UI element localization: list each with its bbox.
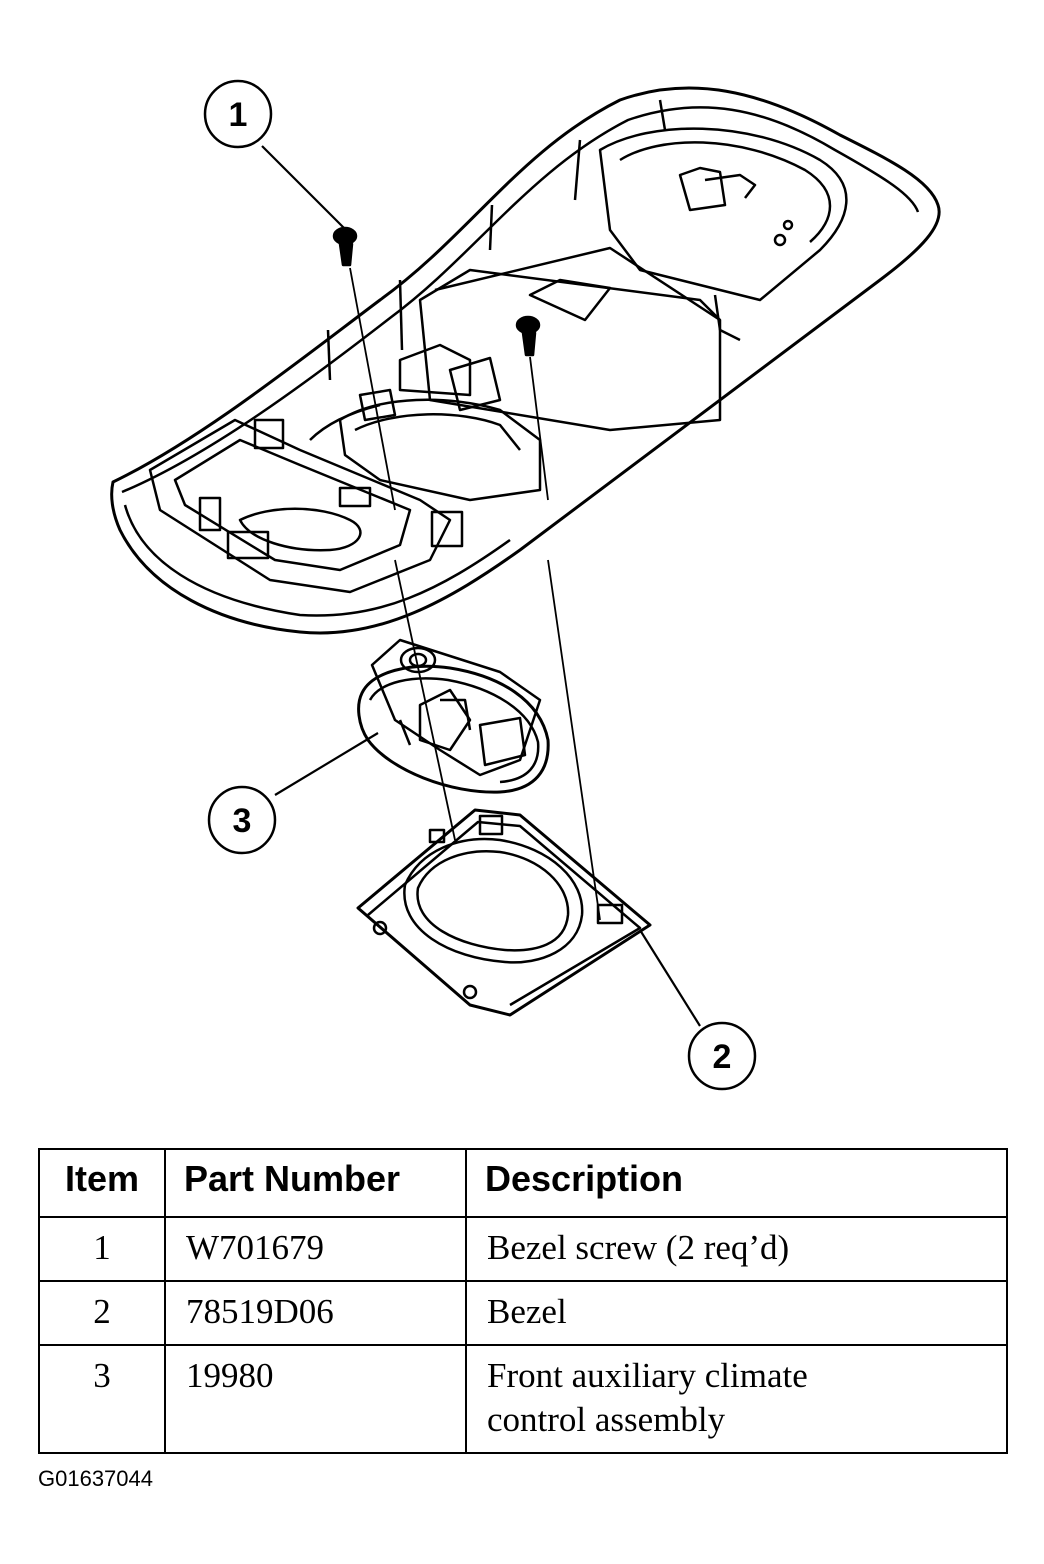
callout-2-label: 2 xyxy=(713,1038,732,1076)
cell-part-number: W701679 xyxy=(164,1216,467,1282)
callout-2: 2 xyxy=(687,1021,757,1091)
cell-item: 3 xyxy=(38,1344,166,1454)
callout-leaders xyxy=(261,145,701,1027)
alignment-lines xyxy=(349,267,601,921)
callout-3-label: 3 xyxy=(233,802,252,840)
parts-table: Item Part Number Description 1 W701679 B… xyxy=(38,1148,1008,1454)
header-item: Item xyxy=(38,1148,166,1218)
cell-item: 1 xyxy=(38,1216,166,1282)
bezel-screw-right xyxy=(515,315,541,357)
cell-description: Bezel xyxy=(465,1280,1008,1346)
cell-part-number: 78519D06 xyxy=(164,1280,467,1346)
cell-item: 2 xyxy=(38,1280,166,1346)
cell-description: Bezel screw (2 req’d) xyxy=(465,1216,1008,1282)
climate-control-assembly xyxy=(357,638,550,794)
table-row: 2 78519D06 Bezel xyxy=(38,1280,1008,1346)
table-row: 3 19980 Front auxiliary climate control … xyxy=(38,1344,1008,1454)
cell-description: Front auxiliary climate control assembly xyxy=(465,1344,1008,1454)
header-description: Description xyxy=(465,1148,1008,1218)
figure-id: G01637044 xyxy=(38,1466,153,1491)
callout-1-label: 1 xyxy=(229,96,248,134)
callout-1: 1 xyxy=(203,79,273,149)
table-header-row: Item Part Number Description xyxy=(38,1148,1008,1218)
exploded-view-diagram: 1 3 2 xyxy=(110,79,941,1091)
header-part-number: Part Number xyxy=(164,1148,467,1218)
bezel xyxy=(356,808,652,1017)
callout-3: 3 xyxy=(207,785,277,855)
cell-part-number: 19980 xyxy=(164,1344,467,1454)
bezel-screw-left xyxy=(332,226,358,267)
table-row: 1 W701679 Bezel screw (2 req’d) xyxy=(38,1216,1008,1282)
overhead-console-housing xyxy=(110,86,941,635)
